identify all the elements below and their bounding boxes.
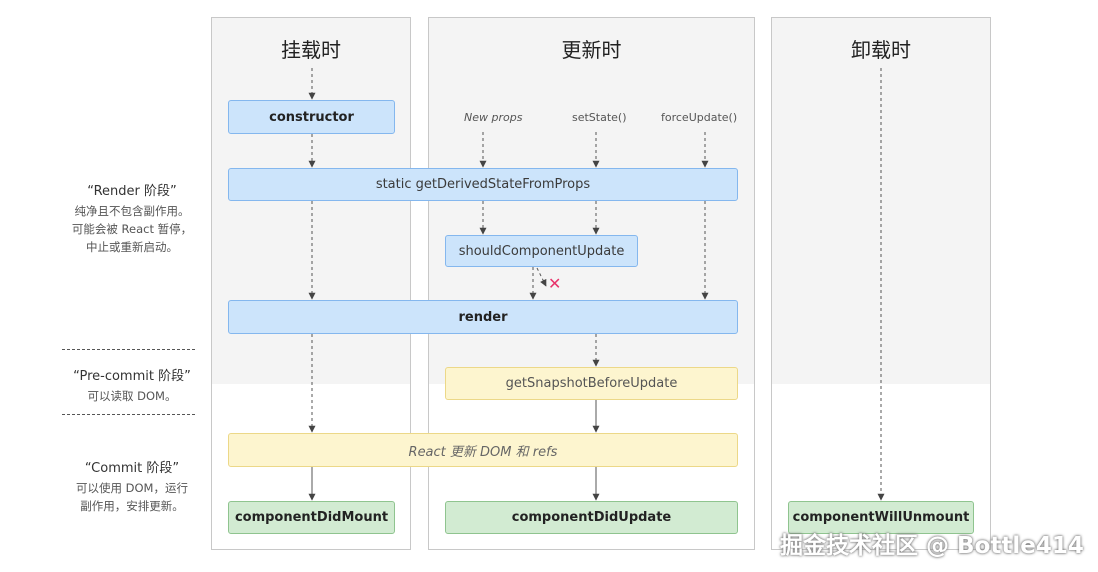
commit-phase-desc-line: 可以使用 DOM，运行	[76, 481, 188, 495]
precommit-phase-desc-line: 可以读取 DOM。	[87, 389, 177, 403]
render-phase-desc-line: 中止或重新启动。	[86, 240, 178, 254]
unmount-column-render-zone	[772, 18, 990, 384]
commit-phase-label: “Commit 阶段” 可以使用 DOM，运行 副作用，安排更新。	[47, 457, 217, 515]
render-phase-desc-line: 可能会被 React 暂停，	[71, 222, 193, 236]
component-will-unmount-box: componentWillUnmount	[788, 501, 974, 534]
constructor-box: constructor	[228, 100, 395, 134]
render-phase-desc: 纯净且不包含副作用。 可能会被 React 暂停， 中止或重新启动。	[47, 202, 217, 256]
render-phase-desc-line: 纯净且不包含副作用。	[74, 204, 190, 218]
precommit-phase-label: “Pre-commit 阶段” 可以读取 DOM。	[47, 365, 217, 405]
commit-phase-title: “Commit 阶段”	[84, 461, 180, 476]
mount-column: 挂载时	[211, 17, 411, 550]
precommit-phase-title: “Pre-commit 阶段”	[73, 369, 191, 384]
unmount-column: 卸载时	[771, 17, 991, 550]
new-props-label: New props	[464, 111, 523, 124]
mount-column-title: 挂载时	[281, 38, 341, 62]
get-derived-state-from-props-box: static getDerivedStateFromProps	[228, 168, 738, 201]
render-phase-title: “Render 阶段”	[87, 184, 177, 199]
force-update-label: forceUpdate()	[661, 111, 738, 124]
phase-separator	[62, 414, 195, 415]
watermark: 掘金技术社区 @ Bottle414	[780, 533, 1084, 559]
react-updates-dom-box: React 更新 DOM 和 refs	[228, 433, 738, 467]
commit-phase-desc: 可以使用 DOM，运行 副作用，安排更新。	[47, 479, 217, 515]
should-component-update-box: shouldComponentUpdate	[445, 235, 638, 267]
cancel-mark: ✕	[548, 274, 562, 293]
phase-separator	[62, 349, 195, 350]
unmount-column-title: 卸载时	[851, 38, 911, 62]
update-column: 更新时	[428, 17, 755, 550]
set-state-label: setState()	[572, 111, 627, 124]
get-snapshot-before-update-box: getSnapshotBeforeUpdate	[445, 367, 738, 400]
commit-phase-desc-line: 副作用，安排更新。	[80, 499, 184, 513]
component-did-update-box: componentDidUpdate	[445, 501, 738, 534]
render-box: render	[228, 300, 738, 334]
render-phase-label: “Render 阶段” 纯净且不包含副作用。 可能会被 React 暂停， 中止…	[47, 180, 217, 256]
component-did-mount-box: componentDidMount	[228, 501, 395, 534]
update-column-title: 更新时	[561, 38, 622, 62]
precommit-phase-desc: 可以读取 DOM。	[47, 387, 217, 405]
